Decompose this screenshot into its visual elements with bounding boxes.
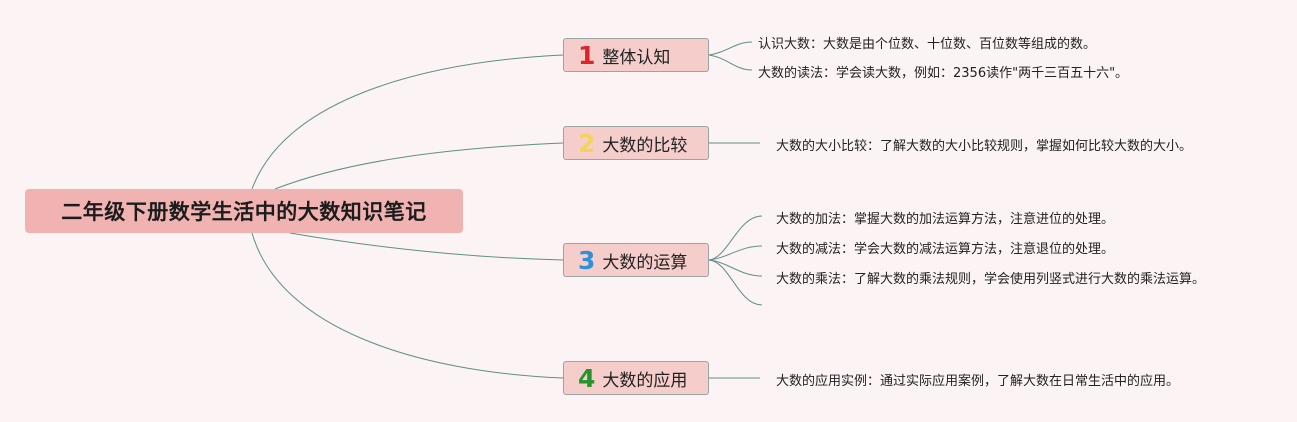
branch-1-topic[interactable]: 1 整体认知 [563, 38, 709, 72]
branch-4-label: 大数的应用 [602, 370, 688, 391]
number-4-icon: 4 [578, 363, 596, 393]
root-to-branch-4-line [251, 232, 564, 379]
number-2-icon: 2 [578, 128, 596, 158]
branch-1-label: 整体认知 [602, 47, 671, 68]
branch-3-leaf-1[interactable]: 大数的加法：掌握大数的加法运算方法，注意进位的处理。 [776, 212, 1115, 227]
root-title: 二年级下册数学生活中的大数知识笔记 [61, 200, 427, 224]
branch-1-leaf-2[interactable]: 大数的读法：学会读大数，例如：2356读作"两千三百五十六"。 [758, 66, 1129, 81]
branch-1-leaf-2-line [708, 54, 753, 71]
branch-2-leaf-1[interactable]: 大数的大小比较：了解大数的大小比较规则，掌握如何比较大数的大小。 [776, 139, 1193, 154]
root-to-branch-1-line [251, 54, 564, 190]
root-topic[interactable]: 二年级下册数学生活中的大数知识笔记 [25, 189, 463, 233]
branch-3-label: 大数的运算 [602, 252, 688, 273]
branch-4-leaf-1[interactable]: 大数的应用实例：通过实际应用案例，了解大数在日常生活中的应用。 [776, 374, 1180, 389]
branch-3-leaf-4-line [708, 259, 763, 306]
branch-1-leaf-1[interactable]: 认识大数：大数是由个位数、十位数、百位数等组成的数。 [758, 37, 1097, 52]
number-1-icon: 1 [578, 40, 596, 70]
branch-3-leaf-2[interactable]: 大数的减法：学会大数的减法运算方法，注意退位的处理。 [776, 242, 1115, 257]
branch-2-topic[interactable]: 2 大数的比较 [563, 126, 709, 160]
root-to-branch-2-line [274, 142, 564, 190]
branch-3-topic[interactable]: 3 大数的运算 [563, 243, 709, 277]
branch-3-leaf-3[interactable]: 大数的乘法：了解大数的乘法规则，学会使用列竖式进行大数的乘法运算。 [776, 272, 1206, 287]
branch-3-leaf-1-line [708, 215, 763, 261]
branch-1-leaf-1-line [708, 41, 753, 56]
root-to-branch-3-line [289, 232, 564, 261]
number-3-icon: 3 [578, 245, 596, 275]
branch-2-label: 大数的比较 [602, 135, 688, 156]
branch-4-topic[interactable]: 4 大数的应用 [563, 361, 709, 395]
branch-3-leaf-2-line [708, 245, 763, 261]
